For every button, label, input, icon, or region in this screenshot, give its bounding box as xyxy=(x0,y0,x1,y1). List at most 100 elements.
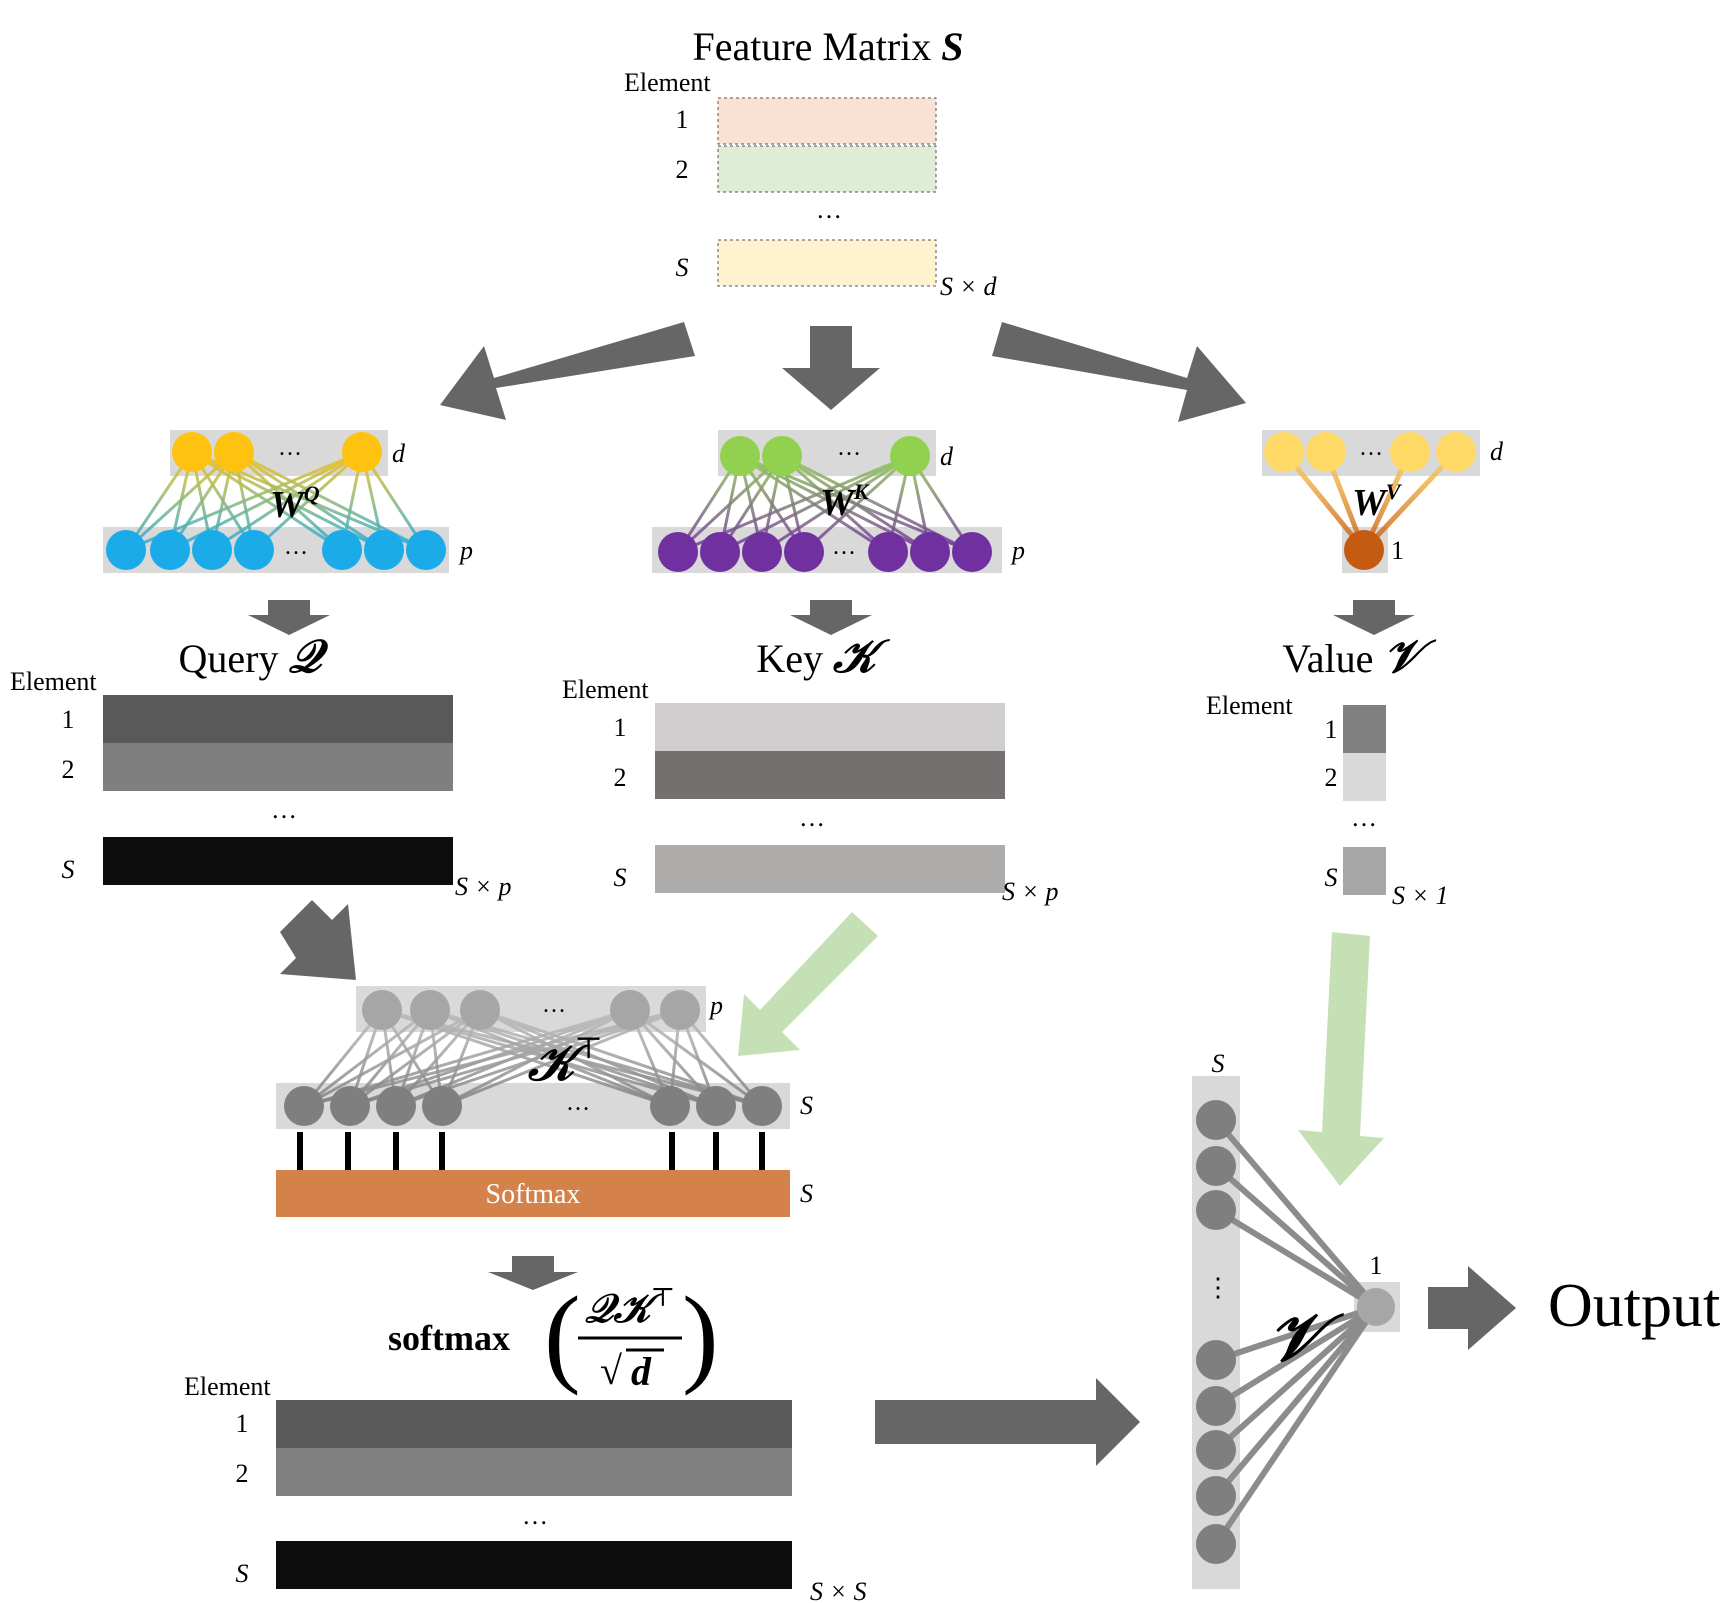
formula-fn: softmax xyxy=(388,1318,510,1358)
netA-input-node xyxy=(660,990,700,1030)
query-element-label: Element xyxy=(10,667,97,696)
key-row-s-label: S xyxy=(614,863,627,892)
arrow-value-down xyxy=(1333,600,1415,635)
arrow-to-value xyxy=(992,322,1246,422)
value-element-label: Element xyxy=(1206,691,1293,720)
attention-top-dots: … xyxy=(542,992,566,1018)
scores-dim: S × S xyxy=(810,1577,867,1603)
softmax-stem xyxy=(713,1132,719,1170)
softmax-stem xyxy=(393,1132,399,1170)
output-edge xyxy=(1214,1304,1378,1409)
key-dim: S × p xyxy=(1002,877,1059,906)
key-top-dots: … xyxy=(837,435,861,461)
key-bottom-dim: p xyxy=(1010,536,1025,565)
query-title-text: Query xyxy=(179,636,289,681)
output-network: S ⋮ 𝒱 1 xyxy=(1192,1049,1400,1589)
netA-output-node xyxy=(376,1086,416,1126)
scores-element-label: Element xyxy=(184,1372,271,1401)
arrow-softmax-down xyxy=(488,1256,578,1290)
value-row-s xyxy=(1343,847,1386,895)
netA-output-node xyxy=(330,1086,370,1126)
netV-input-node xyxy=(1306,432,1346,472)
feature-symbol: S xyxy=(941,24,963,69)
key-row-2-label: 2 xyxy=(614,763,627,792)
netV-input-node xyxy=(1390,432,1430,472)
value-bottom-dim: 1 xyxy=(1391,536,1404,565)
arrow-value-to-output-green xyxy=(1298,932,1384,1186)
netA-output-node xyxy=(422,1086,462,1126)
netA-edge xyxy=(479,1008,671,1108)
feature-dim: S × d xyxy=(940,272,998,301)
query-top-dots: … xyxy=(278,435,302,461)
softmax-stem xyxy=(759,1132,765,1170)
netV-input-node xyxy=(1436,432,1476,472)
scores-matrix: Element 1 2 … S S × S xyxy=(184,1372,867,1603)
arrow-query-down xyxy=(248,600,330,635)
netA-input-node xyxy=(362,990,402,1030)
output-edge xyxy=(1214,1163,1378,1310)
netA-edge xyxy=(303,1008,431,1108)
output-input-node xyxy=(1196,1100,1236,1140)
feature-matrix: Feature Matrix S Element 1 2 … S S × d xyxy=(624,24,998,301)
netK-output-node xyxy=(784,532,824,572)
key-weight-label: WK xyxy=(820,479,870,524)
query-weight: W xyxy=(270,484,307,526)
netQ-output-node xyxy=(406,530,446,570)
output-edge xyxy=(1214,1207,1378,1310)
feature-title: Feature Matrix S xyxy=(692,24,963,69)
output-final-node xyxy=(1357,1288,1395,1326)
formula-left-paren: ( xyxy=(544,1274,581,1396)
scores-row-s-label: S xyxy=(236,1559,249,1588)
output-input-node xyxy=(1196,1524,1236,1564)
softmax-stem xyxy=(439,1132,445,1170)
arrow-key-down xyxy=(790,600,872,635)
key-weight-sup: K xyxy=(853,479,870,504)
netV-input-node xyxy=(1264,432,1304,472)
query-bottom-dots: … xyxy=(284,534,308,560)
softmax-stem xyxy=(345,1132,351,1170)
query-weight-sup: Q xyxy=(304,481,320,506)
netA-output-node xyxy=(284,1086,324,1126)
query-row-2-label: 2 xyxy=(62,755,75,784)
netA-output-node xyxy=(650,1086,690,1126)
kt-sup: ⊤ xyxy=(574,1032,602,1065)
formula-right-paren: ) xyxy=(682,1274,719,1396)
attention-bottom-dots: … xyxy=(566,1090,590,1116)
netK-edge xyxy=(802,454,912,554)
netA-edge xyxy=(678,1009,764,1107)
query-nodes xyxy=(106,432,446,570)
netK-input-node xyxy=(720,436,760,476)
output-node-label: 1 xyxy=(1370,1251,1383,1280)
key-row-1 xyxy=(655,703,1005,751)
key-title-text: Key xyxy=(756,636,833,681)
key-network: … … d p WK xyxy=(652,430,1025,573)
netA-input-node xyxy=(460,990,500,1030)
scores-row-1 xyxy=(276,1400,792,1448)
softmax-stems xyxy=(297,1132,765,1170)
netQ-input-node xyxy=(214,432,254,472)
query-dots: … xyxy=(271,795,297,824)
feature-row-s xyxy=(717,239,937,287)
query-bottom-dim: p xyxy=(458,536,473,565)
softmax-label: Softmax xyxy=(486,1179,581,1210)
netK-output-node xyxy=(658,532,698,572)
value-nodes xyxy=(1264,432,1476,570)
feature-dots: … xyxy=(816,195,842,224)
output-input-node xyxy=(1196,1190,1236,1230)
query-network: … … d p WQ xyxy=(103,430,473,573)
netV-edge xyxy=(1282,450,1366,552)
key-bottom-dots: … xyxy=(832,534,856,560)
netK-edge xyxy=(761,454,911,554)
softmax-bar xyxy=(276,1170,790,1217)
key-nodes xyxy=(658,436,992,572)
output-edge xyxy=(1213,1305,1379,1498)
value-row-1-label: 1 xyxy=(1325,715,1338,744)
scores-row-2 xyxy=(276,1448,792,1496)
formula-numerator-sup: ⊤ xyxy=(651,1283,675,1312)
query-top-dim: d xyxy=(392,439,406,468)
output-edge xyxy=(1215,1304,1377,1363)
key-row-1-label: 1 xyxy=(614,713,627,742)
arrow-to-query xyxy=(440,322,695,420)
netA-output-node xyxy=(742,1086,782,1126)
netQ-output-node xyxy=(322,530,362,570)
